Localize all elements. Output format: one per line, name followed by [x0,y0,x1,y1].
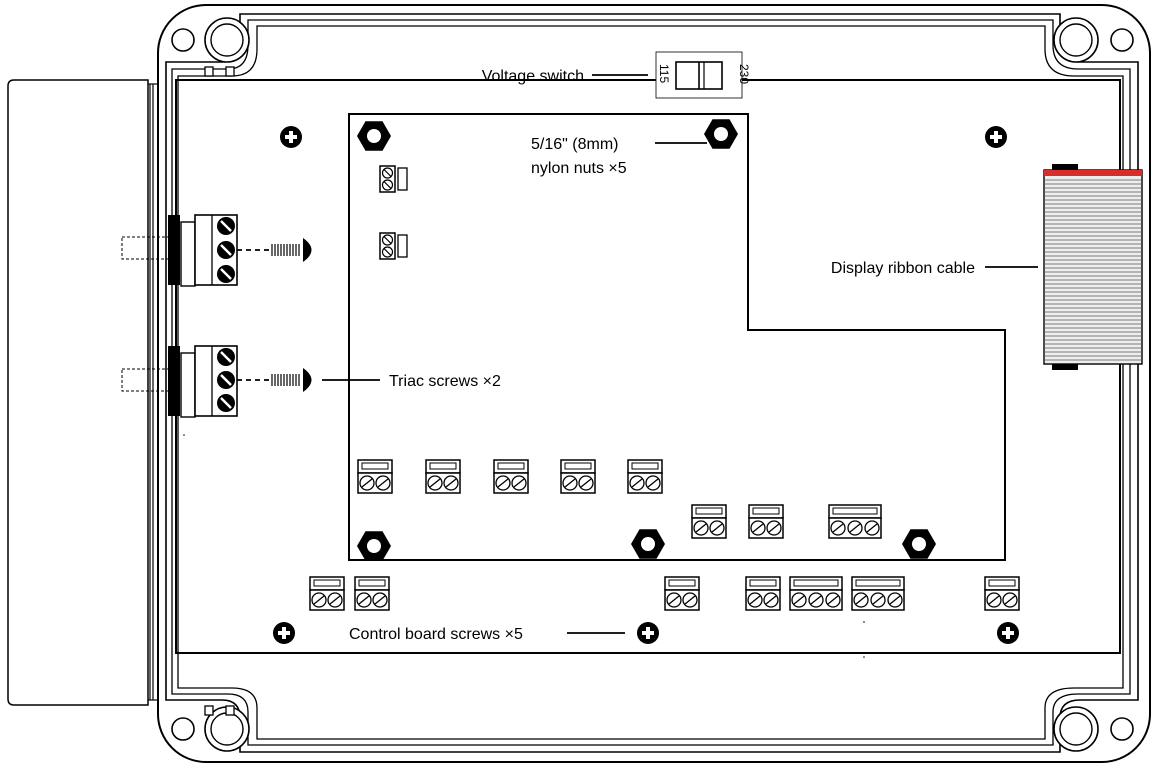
terminal-block [493,459,529,494]
ribbon-cable-label: Display ribbon cable [831,260,975,277]
mount-screw-icon [637,622,659,644]
triac-assembly-lower [121,345,312,418]
terminal-block [789,576,843,611]
display-ribbon-cable [1043,164,1143,370]
side-panel [7,79,158,706]
terminal-block [851,576,905,611]
triac-assembly-upper [121,214,312,287]
voltage-switch[interactable]: 115 230 [655,51,751,99]
terminal-block [664,576,700,611]
nuts-label-line2: nylon nuts ×5 [531,160,627,177]
terminal-block [627,459,663,494]
terminal-block [748,504,784,539]
terminal-block [560,459,596,494]
terminal-block [309,576,345,611]
nuts-label-line1: 5/16" (8mm) [531,136,618,153]
terminal-block [745,576,781,611]
mount-screw-icon [985,126,1007,148]
control-board-screws-label: Control board screws ×5 [349,626,523,643]
terminal-block [984,576,1020,611]
terminal-block [357,459,393,494]
voltage-115-label: 115 [657,64,671,83]
board-terminal [379,232,408,260]
control-board [348,113,1006,561]
voltage-230-label: 230 [737,64,751,84]
mount-screw-icon [273,622,295,644]
mount-screw-icon [280,126,302,148]
terminal-block [828,504,882,539]
mount-screw-icon [997,622,1019,644]
triac-screws-label: Triac screws ×2 [389,373,501,390]
terminal-block [354,576,390,611]
terminal-block [691,504,727,539]
voltage-switch-label: Voltage switch [482,68,584,85]
terminal-block [425,459,461,494]
board-terminal [379,165,408,193]
